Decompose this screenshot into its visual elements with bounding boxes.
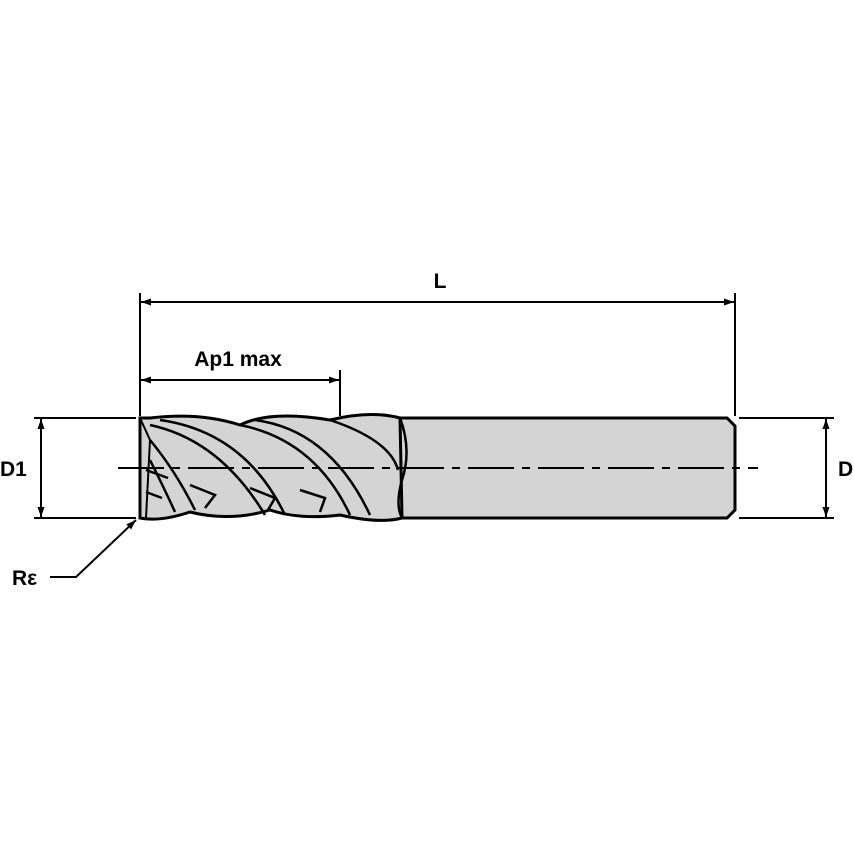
corner-radius-label: Rε bbox=[12, 567, 37, 590]
cutting-depth-dimension bbox=[141, 370, 341, 416]
end-mill-body bbox=[138, 412, 737, 522]
corner-radius-leader bbox=[50, 519, 137, 578]
cutting-diameter-dimension bbox=[34, 417, 136, 519]
cutting-diameter-label: D1 bbox=[0, 458, 27, 481]
tip-face bbox=[139, 417, 152, 519]
neck-transition bbox=[397, 417, 408, 519]
shank-diameter-dimension bbox=[739, 417, 834, 519]
length-dimension bbox=[139, 293, 736, 416]
shank-diameter-label: D bbox=[838, 458, 853, 481]
cutting-depth-label: Ap1 max bbox=[194, 348, 282, 371]
length-label: L bbox=[434, 270, 447, 293]
flute-lines bbox=[145, 418, 400, 516]
